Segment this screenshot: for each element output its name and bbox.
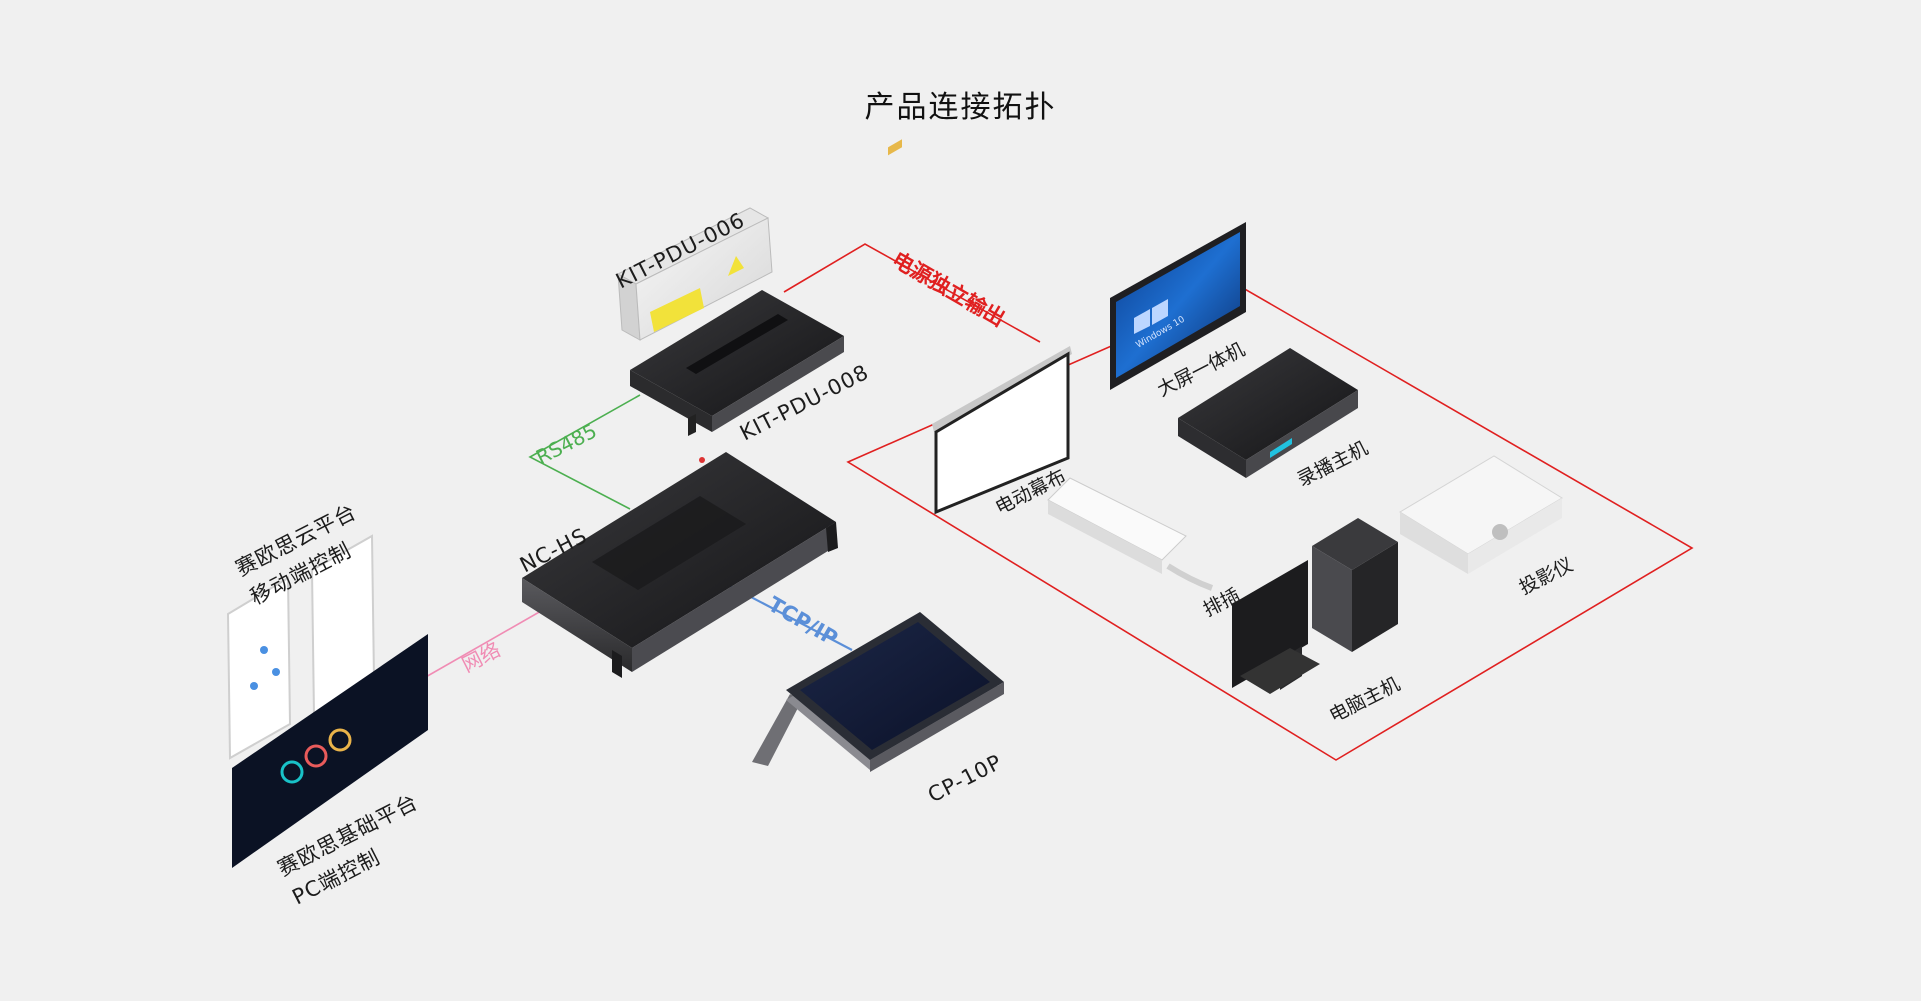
pc-host-device (1232, 518, 1398, 694)
network-line (423, 606, 549, 679)
kit-pdu-006-device (616, 207, 773, 341)
rs485-line (528, 394, 641, 510)
projector-device (1399, 455, 1563, 574)
pc-dashboard-screen (232, 634, 428, 868)
kit-pdu-008-device (630, 290, 844, 436)
page-title: 产品连接拓扑 (864, 90, 1057, 125)
recorder-device (1178, 348, 1358, 478)
power-strip-device (1047, 477, 1214, 591)
mobile-app-screens (226, 534, 376, 760)
cp-10p-device (752, 139, 1004, 772)
electric-screen-device (932, 346, 1072, 515)
power-line (783, 243, 1041, 343)
nc-hs-device (522, 452, 838, 678)
big-screen-device: Windows 10 (1110, 222, 1246, 390)
